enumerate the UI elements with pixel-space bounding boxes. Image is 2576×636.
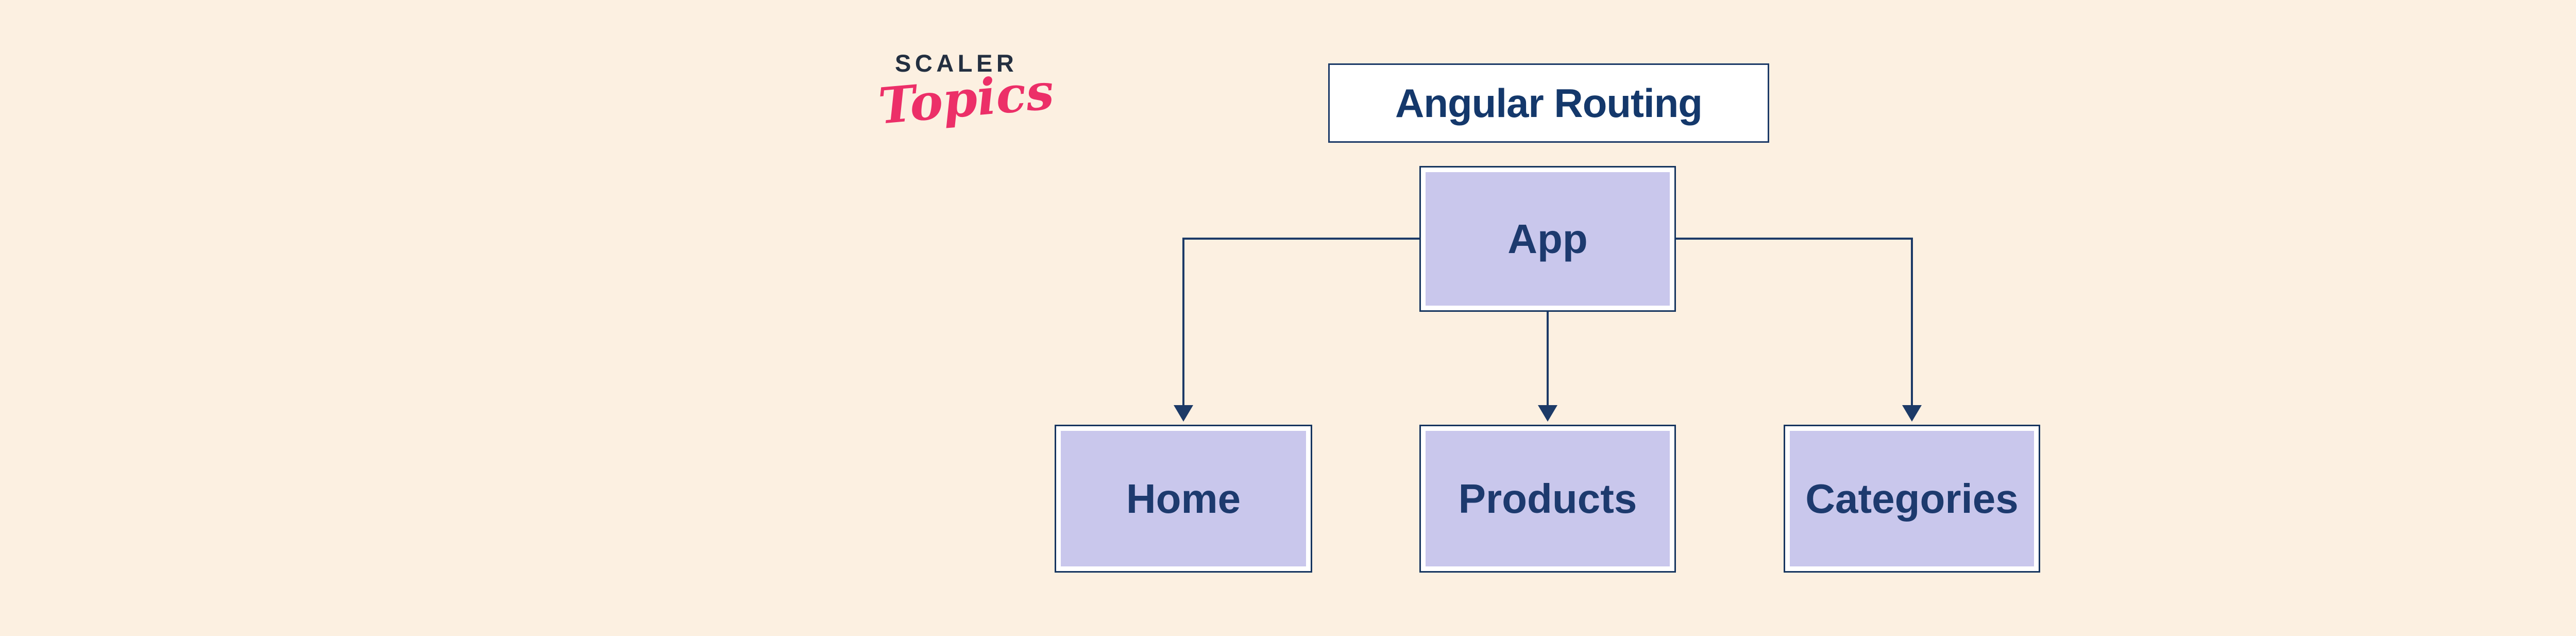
page-title: Angular Routing: [1395, 80, 1703, 126]
logo-script-text: Topics: [876, 62, 1056, 136]
arrowhead-products-icon: [1538, 405, 1557, 422]
arrowhead-categories-icon: [1902, 405, 1922, 422]
node-home: Home: [1055, 425, 1312, 573]
title-box: Angular Routing: [1328, 63, 1769, 143]
connector-app-to-categories-vertical: [1911, 238, 1913, 407]
arrowhead-home-icon: [1174, 405, 1193, 422]
connector-app-to-home-vertical: [1182, 238, 1184, 407]
connector-app-to-categories-horizontal: [1676, 238, 1913, 240]
node-categories-fill: Categories: [1790, 431, 2034, 566]
node-categories: Categories: [1784, 425, 2040, 573]
node-products: Products: [1419, 425, 1676, 573]
node-app-label: App: [1507, 215, 1588, 262]
node-app: App: [1419, 166, 1676, 312]
node-app-fill: App: [1426, 172, 1670, 306]
node-home-label: Home: [1126, 475, 1241, 522]
node-categories-label: Categories: [1805, 475, 2019, 522]
node-products-label: Products: [1458, 475, 1637, 522]
connector-app-to-products-vertical: [1547, 312, 1549, 407]
node-home-fill: Home: [1061, 431, 1306, 566]
logo-brand-text: SCALER: [895, 49, 1018, 77]
node-products-fill: Products: [1426, 431, 1670, 566]
connector-app-to-home-horizontal: [1182, 238, 1419, 240]
